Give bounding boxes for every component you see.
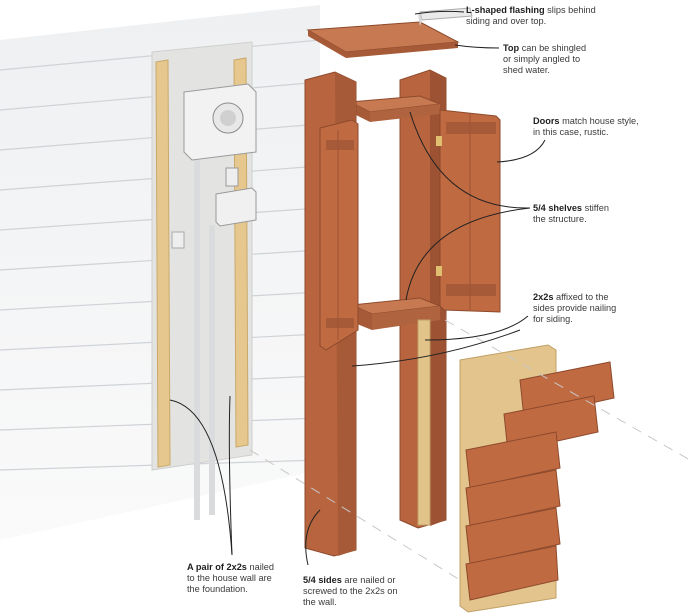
callout-title: 5/4 shelves xyxy=(533,203,583,213)
wall-2x2-left xyxy=(155,59,171,468)
l-flashing xyxy=(418,7,473,26)
callout-doors: Doors match house style, in this case, r… xyxy=(533,116,643,138)
callout-sides: 5/4 sides are nailed or screwed to the 2… xyxy=(303,575,403,608)
cabinet-top xyxy=(306,21,460,58)
callout-text: slips behind siding and over top. xyxy=(466,5,596,26)
callout-text: can be shingled or simply angled to shed… xyxy=(503,43,587,75)
callout-nailers: 2x2s affixed to the sides provide nailin… xyxy=(533,292,625,325)
leader-arrows xyxy=(169,10,546,566)
disconnect-box-icon xyxy=(171,167,257,249)
siding-panel xyxy=(459,344,615,613)
callout-title: A pair of 2x2s xyxy=(187,562,247,572)
conduit xyxy=(194,160,215,520)
callout-title: Top xyxy=(503,43,520,53)
side-2x2-nailer xyxy=(417,319,431,526)
door-right[interactable] xyxy=(436,109,501,313)
callout-text: stiffen the structure. xyxy=(533,203,609,224)
callout-title: Doors xyxy=(533,116,560,126)
callout-text: match house style, in this case, rustic. xyxy=(533,116,639,137)
callout-text: nailed to the house wall are the foundat… xyxy=(187,562,274,594)
wall-2x2-right xyxy=(233,57,249,448)
callout-title: L-shaped flashing xyxy=(466,5,545,15)
callout-foundation: A pair of 2x2s nailed to the house wall … xyxy=(187,562,282,595)
callout-shelves: 5/4 shelves stiffen the structure. xyxy=(533,203,623,225)
callout-title: 5/4 sides xyxy=(303,575,342,585)
callout-text: are nailed or screwed to the 2x2s on the… xyxy=(303,575,398,607)
guide-lines xyxy=(249,319,691,581)
callout-top: Top can be shingled or simply angled to … xyxy=(503,43,593,76)
callout-title: 2x2s xyxy=(533,292,554,302)
electric-meter-icon xyxy=(183,83,257,161)
door-left[interactable] xyxy=(319,119,359,351)
callout-flashing: L-shaped flashing slips behind siding an… xyxy=(466,5,616,27)
callout-text: affixed to the sides provide nailing for… xyxy=(533,292,617,324)
